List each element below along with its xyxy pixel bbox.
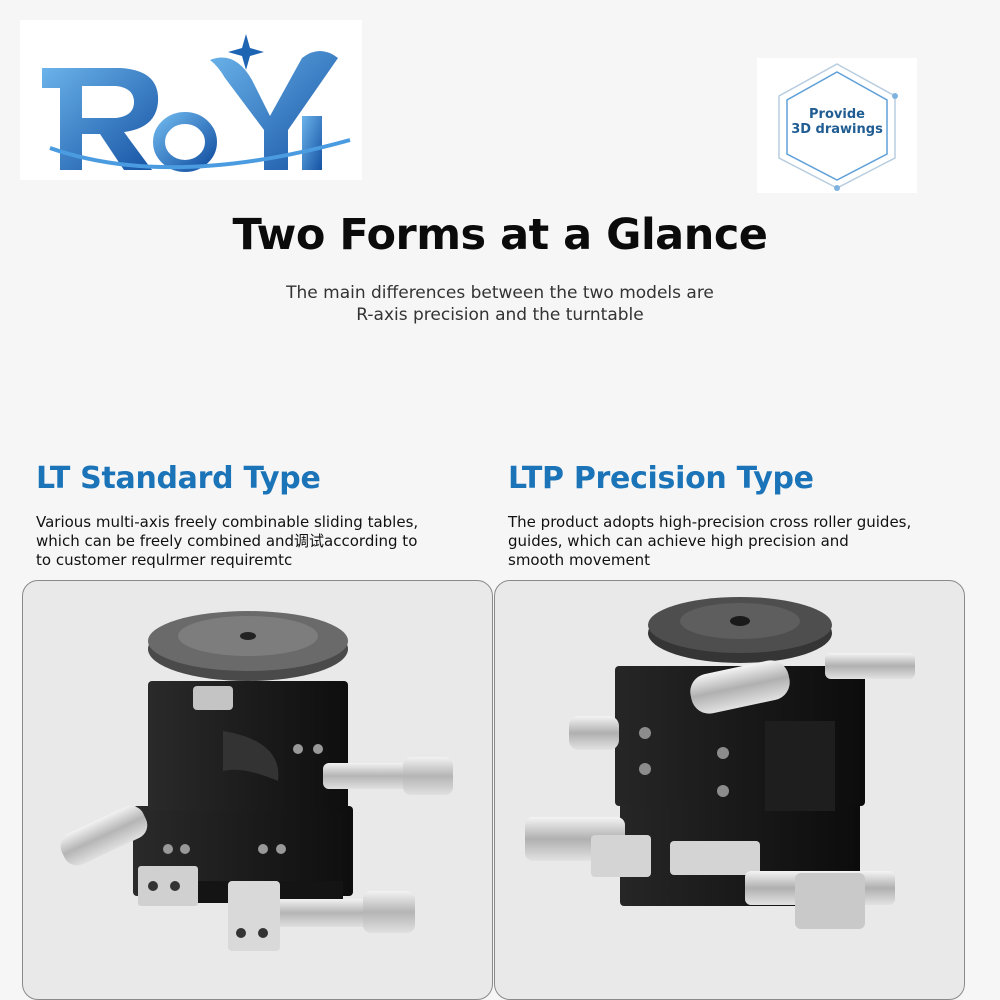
precision-stage-icon [525,597,915,929]
ltp-precision-description: The product adopts high-precision cross … [508,513,978,570]
description-line: Various multi-axis freely combinable sli… [36,513,419,531]
badge-text: Provide 3D drawings [791,107,883,137]
page-title: Two Forms at a Glance [232,210,768,260]
description-line: to customer requlrmer requiremtc [36,551,293,569]
xyz-stage-icon [60,611,453,951]
lt-standard-description: Various multi-axis freely combinable sli… [36,513,506,570]
description-line: The product adopts high-precision cross … [508,513,912,531]
3d-drawings-badge: Provide 3D drawings [757,58,917,193]
ltp-precision-product-image [494,580,965,1000]
description-line: guides, which can achieve high precision… [508,532,849,550]
subtitle-line: The main differences between the two mod… [286,283,714,303]
royi-logo-icon [42,34,351,172]
brand-logo [20,20,362,180]
subtitle-line: R-axis precision and the turntable [356,305,644,325]
description-line: smooth movement [508,551,651,569]
hexagon-badge-icon [778,63,898,191]
page-subtitle: The main differences between the two mod… [0,282,1000,326]
lt-standard-heading: LT Standard Type [36,461,321,496]
ltp-precision-heading: LTP Precision Type [508,461,814,496]
description-line: which can be freely combined and调试accord… [36,532,418,550]
lt-standard-product-image [22,580,493,1000]
